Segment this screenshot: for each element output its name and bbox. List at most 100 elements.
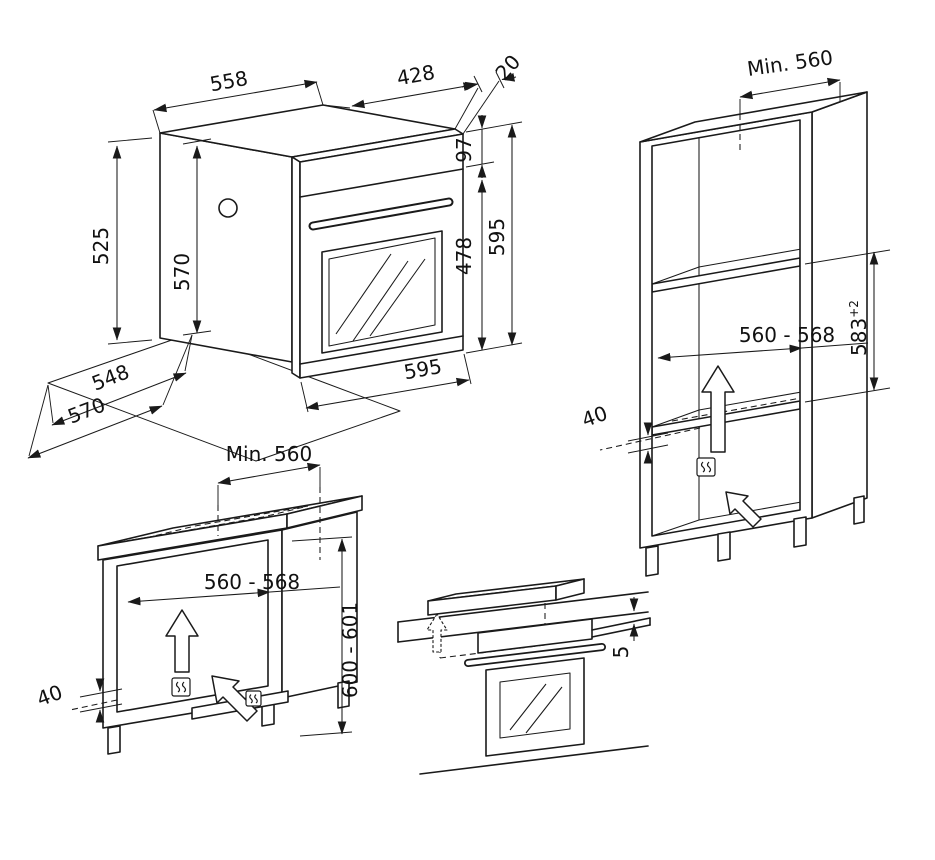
- ext-line: [107, 137, 153, 143]
- heat-symbol-icon: [245, 690, 262, 707]
- niche-floor-shelf: [651, 400, 801, 436]
- dim-line: [351, 81, 479, 109]
- dim-body-width: 558: [208, 66, 250, 96]
- front-frame-top-rail: [640, 112, 812, 146]
- shelf-side-edge: [651, 409, 700, 428]
- ext-line: [463, 353, 472, 385]
- hob-right-side: [555, 578, 585, 601]
- gap-edge: [627, 432, 669, 442]
- niche-ceiling-shelf: [651, 257, 801, 293]
- cabinet-leg: [645, 545, 659, 577]
- dim-min-width: Min. 560: [746, 45, 835, 81]
- dim-line: [461, 82, 477, 91]
- oven-control-panel: [477, 618, 593, 654]
- dim-rear-gap: 40: [579, 401, 611, 432]
- cabinet-leg: [853, 495, 865, 525]
- ext-line: [182, 138, 212, 145]
- ext-line: [462, 80, 500, 135]
- dim-rear-gap: 40: [34, 680, 66, 711]
- oven-chassis-left-face: [159, 132, 293, 363]
- dim-niche-height: 583+2: [847, 300, 871, 356]
- oven-door-window: [499, 672, 571, 739]
- front-frame-bottom-rail: [640, 510, 812, 548]
- hob-clearance-figure: 5: [397, 578, 651, 775]
- dim-line: [657, 344, 803, 362]
- cabinet-opening-outline: [651, 119, 801, 537]
- ext-line: [315, 81, 324, 106]
- dim-min-width: Min. 560: [226, 442, 312, 466]
- window-glare-3: [369, 258, 426, 337]
- gap-dashed-line: [599, 427, 701, 451]
- dim-tick: [473, 75, 483, 93]
- dim-line: [27, 405, 163, 459]
- cabinet-top-face: [639, 91, 868, 143]
- dim-body-depth: 548: [88, 359, 132, 395]
- door-bottom-edge: [299, 335, 464, 365]
- dim-line: [153, 79, 318, 113]
- dim-total-height: 595: [485, 218, 509, 256]
- oven-panel-left-face: [291, 156, 301, 379]
- oven-door-window-inner: [328, 237, 436, 347]
- dim-front-width: 595: [402, 354, 444, 384]
- dim-total-depth: 570: [64, 392, 108, 428]
- airflow-inlet-arrow-icon: [725, 491, 762, 528]
- dim-line: [127, 588, 271, 606]
- ext-line: [162, 334, 193, 406]
- dim-tail: [269, 586, 341, 593]
- oven-handle-inner: [310, 199, 452, 229]
- heat-symbol-icon: [696, 457, 716, 477]
- cabinet-opening: [116, 539, 269, 713]
- floor-projection: [47, 332, 401, 462]
- control-panel-divider: [299, 168, 464, 198]
- ext-line: [107, 339, 153, 345]
- worktop-right-cap: [286, 495, 363, 529]
- window-glare-1: [335, 253, 392, 335]
- oven-isometric-figure: 558 428 20 97 478 595 525 570: [27, 50, 525, 462]
- niche-depth-dashed: [671, 394, 819, 422]
- side-knockout-circle: [218, 198, 238, 218]
- gap-dashed-line: [69, 699, 118, 711]
- heat-symbol-icon: [171, 677, 191, 697]
- airflow-up-arrow-icon: [165, 609, 199, 673]
- dim-door-height: 478: [452, 237, 476, 275]
- bottom-side-edge: [651, 519, 700, 537]
- ext-line: [454, 87, 479, 130]
- cabinet-leg: [793, 516, 807, 548]
- dim-line: [501, 73, 517, 82]
- dim-rear-height: 525: [89, 227, 113, 265]
- tall-unit-figure: Min. 560 560 - 568 583+2 40: [579, 45, 891, 577]
- dim-tick: [495, 71, 505, 89]
- base-unit-figure: Min. 560 560 - 568 600 - 601 40: [34, 442, 363, 755]
- dim-niche-width: 560 - 568: [739, 323, 835, 347]
- dim-body-height: 570: [170, 253, 194, 291]
- bracket-top-line: [591, 617, 651, 631]
- gap-edge: [79, 688, 123, 698]
- dim-line: [739, 77, 841, 100]
- airflow-up-arrow-icon: [426, 613, 448, 653]
- airflow-inlet-arrow-icon: [211, 675, 258, 722]
- dim-line: [217, 462, 321, 486]
- cabinet-leg: [717, 531, 731, 562]
- gap-edge: [627, 444, 669, 454]
- bracket-bottom-line: [591, 624, 651, 638]
- airflow-up-arrow-icon: [701, 365, 735, 453]
- dim-niche-height: 600 - 601: [338, 602, 362, 698]
- ext-line: [184, 334, 193, 372]
- dim-front-offset: 20: [490, 50, 525, 85]
- window-glare-2: [352, 260, 409, 342]
- cabinet-leg: [107, 725, 121, 755]
- front-frame-right-stile: [800, 112, 812, 520]
- ext-line: [465, 121, 523, 133]
- ext-line: [299, 731, 353, 737]
- ext-line: [47, 384, 54, 424]
- hob-cutout-dashed: [149, 505, 309, 538]
- floor-line: [419, 745, 649, 775]
- dim-tail: [801, 342, 869, 349]
- shelf-side-edge: [651, 266, 700, 285]
- ext-line: [152, 109, 161, 134]
- ext-line: [322, 104, 351, 109]
- front-frame-left-stile: [640, 142, 652, 548]
- gap-edge: [79, 703, 123, 713]
